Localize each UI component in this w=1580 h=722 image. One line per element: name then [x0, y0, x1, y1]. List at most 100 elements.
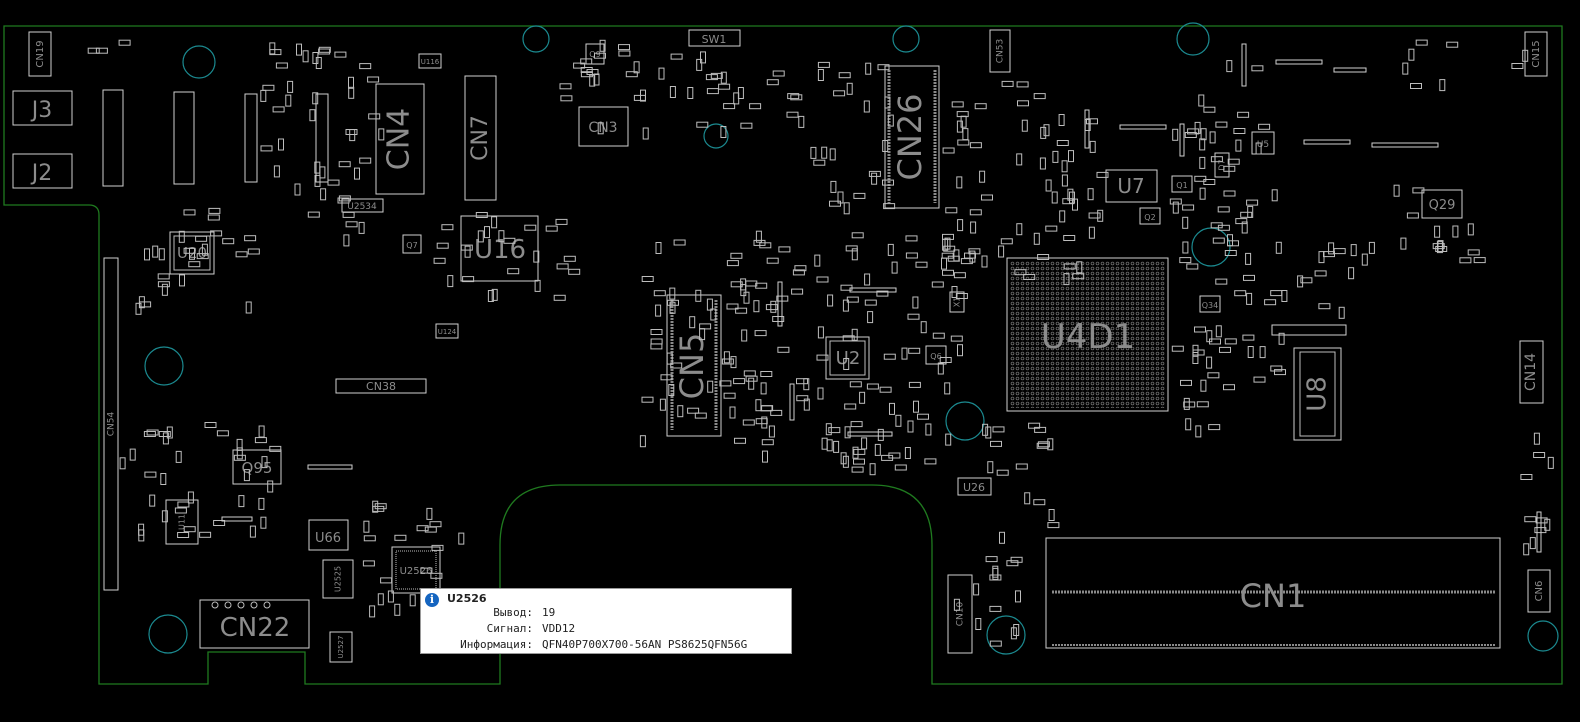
passive-component — [1036, 442, 1049, 449]
passive-component — [1400, 237, 1407, 250]
passive-component — [416, 525, 429, 532]
component-u5[interactable]: U5 — [1251, 131, 1275, 155]
component-u124[interactable]: U124 — [435, 323, 459, 339]
component-q34[interactable]: Q34 — [1199, 295, 1221, 313]
passive-component — [1215, 325, 1222, 338]
passive-component — [723, 351, 730, 364]
component-cn5[interactable]: CN5 — [666, 294, 722, 437]
passive-component — [1246, 292, 1253, 305]
passive-component — [1072, 198, 1078, 211]
component-cn6[interactable]: CN6 — [1527, 569, 1551, 613]
passive-component — [710, 72, 723, 79]
passive-component — [183, 247, 196, 254]
passive-component — [791, 288, 804, 295]
component-u2526[interactable]: U2526 — [391, 546, 441, 594]
component-d7[interactable]: D7 — [1214, 152, 1230, 178]
passive-component — [1258, 123, 1271, 130]
component-u2527[interactable]: U2527 — [329, 631, 353, 663]
passive-component — [810, 146, 817, 159]
component-cn7[interactable]: CN7 — [464, 75, 497, 201]
passive-component — [1086, 118, 1098, 125]
passive-component — [1223, 190, 1236, 197]
component-j2[interactable]: J2 — [12, 153, 73, 189]
passive-component — [235, 251, 248, 258]
passive-component — [721, 358, 734, 365]
passive-component — [881, 454, 894, 461]
passive-component — [430, 572, 443, 579]
passive-component — [874, 443, 881, 456]
passive-component — [377, 593, 384, 606]
passive-component — [1235, 218, 1248, 225]
passive-component — [343, 234, 350, 247]
component-sw1[interactable]: SW1 — [688, 29, 741, 47]
component-q29[interactable]: Q29 — [1421, 189, 1463, 219]
passive-component — [828, 427, 841, 434]
component-cn4[interactable]: CN4 — [375, 83, 425, 195]
passive-component — [161, 510, 168, 523]
passive-component — [1087, 188, 1094, 201]
component-u4d1[interactable]: U4D1 — [1006, 257, 1169, 412]
passive-component — [285, 94, 292, 107]
component-u2525[interactable]: U2525 — [322, 559, 354, 599]
passive-component — [796, 378, 808, 385]
passive-component — [845, 245, 858, 252]
component-u2534[interactable]: U2534 — [341, 198, 384, 213]
passive-component — [1015, 463, 1028, 470]
component-q7[interactable]: Q7 — [402, 234, 422, 254]
passive-component — [369, 605, 376, 618]
passive-component — [618, 50, 631, 57]
component-cn26[interactable]: CN26 — [884, 65, 940, 209]
component-u66[interactable]: U66 — [308, 519, 349, 551]
passive-component — [1233, 128, 1246, 134]
component-cn14[interactable]: CN14 — [1519, 340, 1544, 404]
passive-component — [302, 50, 309, 63]
component-cn54[interactable]: CN54 — [103, 257, 119, 591]
passive-component — [183, 526, 196, 533]
passive-component — [1199, 138, 1206, 151]
passive-component — [309, 109, 316, 122]
component-u7[interactable]: U7 — [1105, 169, 1158, 203]
passive-component — [1240, 211, 1253, 218]
component-cn38[interactable]: CN38 — [335, 378, 427, 394]
passive-component — [866, 383, 879, 390]
passive-component — [580, 58, 593, 65]
passive-component — [777, 346, 790, 353]
component-u16[interactable]: U16 — [460, 215, 539, 282]
component-q2[interactable]: Q2 — [1139, 207, 1161, 225]
passive-component — [1275, 241, 1282, 254]
component-cn10[interactable]: CN10 — [947, 574, 973, 654]
passive-component — [249, 525, 256, 538]
passive-component — [723, 103, 736, 110]
passive-component — [477, 230, 484, 243]
passive-component — [1063, 235, 1076, 241]
component-cn15[interactable]: CN15 — [1524, 31, 1548, 77]
passive-component — [1200, 379, 1207, 392]
component-cn53[interactable]: CN53 — [989, 29, 1011, 73]
label-u2534: U2534 — [347, 202, 377, 212]
passive-component — [741, 329, 748, 342]
passive-component — [177, 532, 190, 538]
passive-component — [210, 230, 223, 237]
tooltip-row-signal: Сигнал: VDD12 — [421, 621, 791, 636]
passive-component — [670, 53, 683, 60]
component-cn22[interactable]: CN22 — [199, 599, 310, 649]
passive-component — [669, 287, 676, 300]
passive-component — [1206, 356, 1213, 369]
component-q6[interactable]: Q6 — [925, 345, 947, 365]
passive-component — [179, 274, 185, 287]
passive-component — [462, 276, 475, 283]
tooltip-value: 19 — [542, 606, 556, 619]
component-cn1[interactable]: CN1 — [1045, 537, 1501, 649]
component-u26[interactable]: U26 — [957, 477, 992, 496]
component-j3[interactable]: J3 — [12, 90, 73, 126]
passive-component — [359, 157, 372, 164]
passive-component — [1187, 128, 1200, 135]
component-u8[interactable]: U8 — [1293, 347, 1342, 441]
component-u116[interactable]: U116 — [418, 53, 442, 69]
passive-component — [199, 531, 212, 538]
component-q1[interactable]: Q1 — [1171, 175, 1193, 193]
passive-component — [851, 232, 864, 239]
tooltip-key: Сигнал: — [486, 622, 533, 635]
passive-component — [1194, 326, 1206, 333]
component-cn19[interactable]: CN19 — [28, 31, 52, 77]
